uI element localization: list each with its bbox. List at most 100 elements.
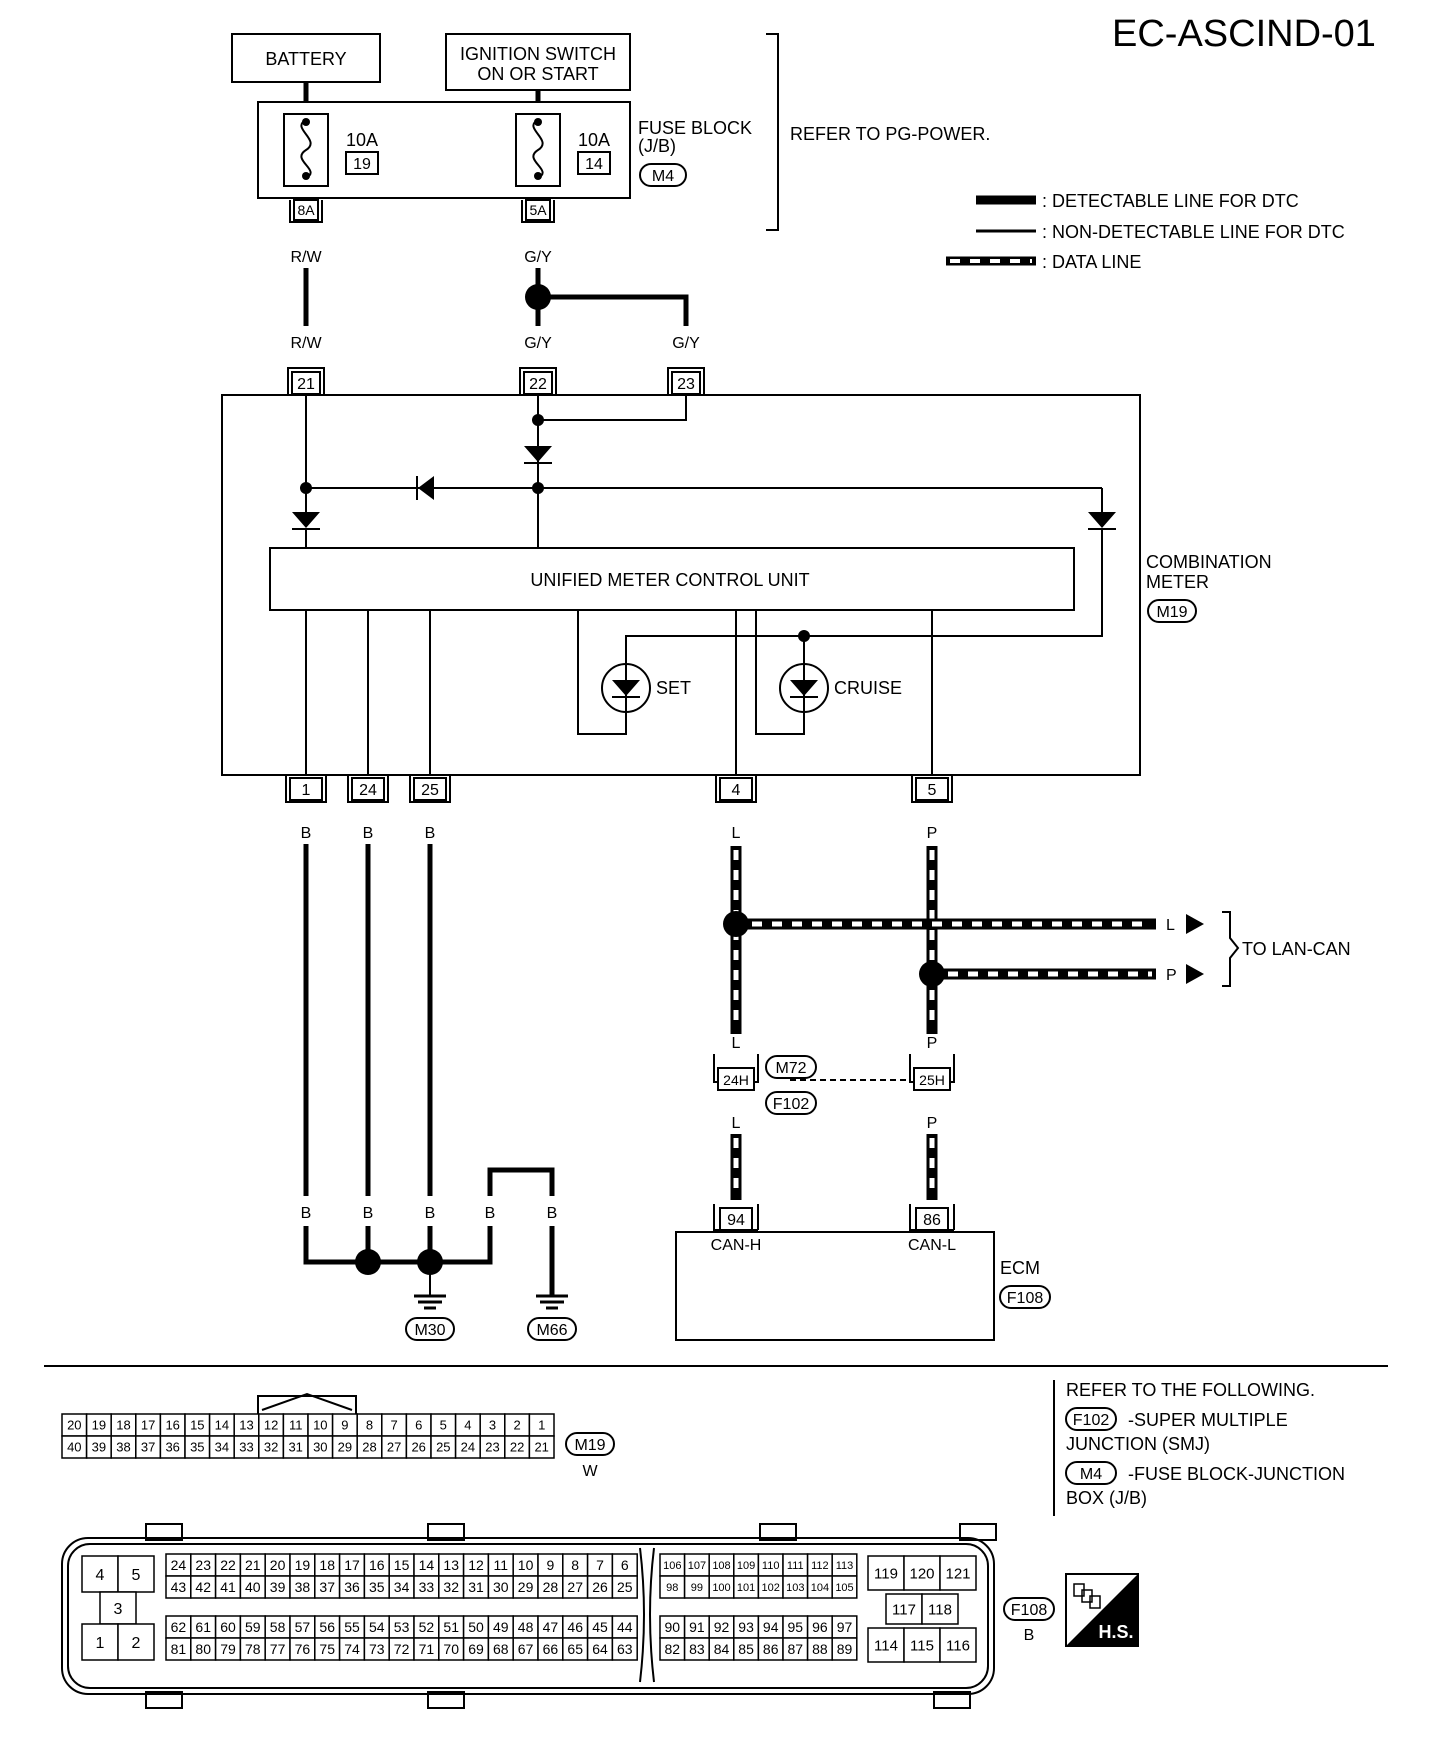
m19-pin: 32 [258,1435,285,1459]
connector-f108-badge: F108 [1003,1597,1055,1621]
junction-24h: 24H [713,1054,759,1091]
svg-text:90: 90 [665,1619,681,1635]
f108-pin: 113 [831,1553,858,1577]
wire-label-b-1: B [301,825,312,842]
ground-m66-badge: M66 [527,1317,577,1341]
f108-pin: 28 [537,1575,564,1599]
ignition-label-2: ON OR START [477,64,598,84]
f108-pin: 1 [81,1623,119,1661]
fuse-amp-1: 10A [346,130,378,150]
svg-text:77: 77 [270,1641,286,1657]
f108-pin: 106 [659,1553,686,1577]
svg-text:100: 100 [712,1582,730,1594]
svg-text:29: 29 [338,1440,352,1455]
f108-pin: 51 [438,1615,465,1639]
m19-pin: 14 [208,1413,235,1437]
svg-text:81: 81 [171,1641,187,1657]
f108-pin: 66 [537,1637,564,1661]
set-label: SET [656,678,691,698]
svg-text:31: 31 [468,1579,484,1595]
f108-pin: 78 [239,1637,266,1661]
svg-text:34: 34 [394,1579,410,1595]
meter-pin-23: 23 [667,367,705,395]
refer-power-label: REFER TO PG-POWER. [790,124,990,144]
f108-pin: 118 [921,1593,959,1625]
svg-text:84: 84 [714,1641,730,1657]
f108-pin: 5 [117,1555,155,1593]
svg-text:21: 21 [297,376,315,393]
legend: : DETECTABLE LINE FOR DTC : NON-DETECTAB… [946,191,1345,272]
f108-pin: 119 [867,1555,905,1591]
f108-pin: 56 [314,1615,341,1639]
svg-text:17: 17 [344,1557,360,1573]
svg-text:110: 110 [762,1560,780,1572]
f108-pin: 75 [314,1637,341,1661]
f108-pin: 103 [782,1575,809,1599]
fuse-amp-2: 10A [578,130,610,150]
svg-text:24: 24 [171,1557,187,1573]
svg-text:M72: M72 [775,1060,806,1077]
svg-text:68: 68 [493,1641,509,1657]
f108-pin: 47 [537,1615,564,1639]
svg-text:35: 35 [369,1579,385,1595]
ecm-pin-94: 94 [713,1204,759,1231]
f108-pin: 72 [388,1637,415,1661]
f108-pin: 41 [214,1575,242,1599]
svg-text:10: 10 [313,1418,327,1433]
f108-pin: 60 [214,1615,242,1639]
wire-label-gy-3: G/Y [672,335,700,352]
f108-pin: 2 [117,1623,155,1661]
f108-pin: 35 [363,1575,390,1599]
svg-text:12: 12 [264,1418,278,1433]
svg-text:31: 31 [288,1440,302,1455]
f108-pin: 4 [81,1555,119,1593]
m19-pin: 20 [61,1413,88,1437]
svg-text:61: 61 [195,1619,211,1635]
svg-text:28: 28 [543,1579,559,1595]
svg-text:4: 4 [96,1567,105,1584]
fuse-block-label-2: (J/B) [638,136,676,156]
f108-pin: 69 [462,1637,490,1661]
svg-text:57: 57 [295,1619,311,1635]
svg-text:37: 37 [141,1440,155,1455]
m19-pin: 16 [159,1413,186,1437]
svg-text:106: 106 [663,1560,681,1572]
svg-text:114: 114 [874,1637,898,1654]
svg-text:13: 13 [443,1557,459,1573]
f108-pin: 54 [363,1615,390,1639]
lan-p-label: P [1166,967,1177,984]
svg-text:98: 98 [666,1582,678,1594]
svg-text:86: 86 [763,1641,779,1657]
f108-pin: 30 [487,1575,514,1599]
wire-label-rw-1: R/W [290,249,322,266]
f108-pin: 97 [831,1615,858,1639]
m19-pin: 37 [135,1435,162,1459]
ecm-label: ECM [1000,1258,1040,1278]
svg-text:F102: F102 [1073,1412,1110,1429]
refer-m4-badge: M4 [1065,1461,1117,1485]
svg-text:33: 33 [419,1579,435,1595]
f108-pin: 12 [462,1553,490,1577]
svg-text:87: 87 [788,1641,804,1657]
fuse-block: 10A 19 10A 14 [257,101,631,199]
m19-pin: 1 [528,1413,555,1437]
svg-text:86: 86 [923,1212,941,1229]
f108-pin: 40 [239,1575,266,1599]
svg-text:24: 24 [359,782,377,799]
f108-pin: 96 [806,1615,833,1639]
m19-pin: 28 [356,1435,383,1459]
svg-text:101: 101 [737,1582,755,1594]
svg-text:44: 44 [617,1619,633,1635]
f108-pin: 112 [806,1553,833,1577]
svg-text:38: 38 [116,1440,130,1455]
connector-m19-badge: M19 [565,1432,615,1456]
f108-pin: 86 [757,1637,784,1661]
f108-pin: 68 [487,1637,514,1661]
wire-label-b-2: B [363,825,374,842]
f108-pin: 14 [413,1553,440,1577]
lan-l-arrow-icon [1186,914,1204,934]
f108-pin: 59 [239,1615,266,1639]
f108-pin: 33 [413,1575,440,1599]
m19-pin: 40 [61,1435,88,1459]
